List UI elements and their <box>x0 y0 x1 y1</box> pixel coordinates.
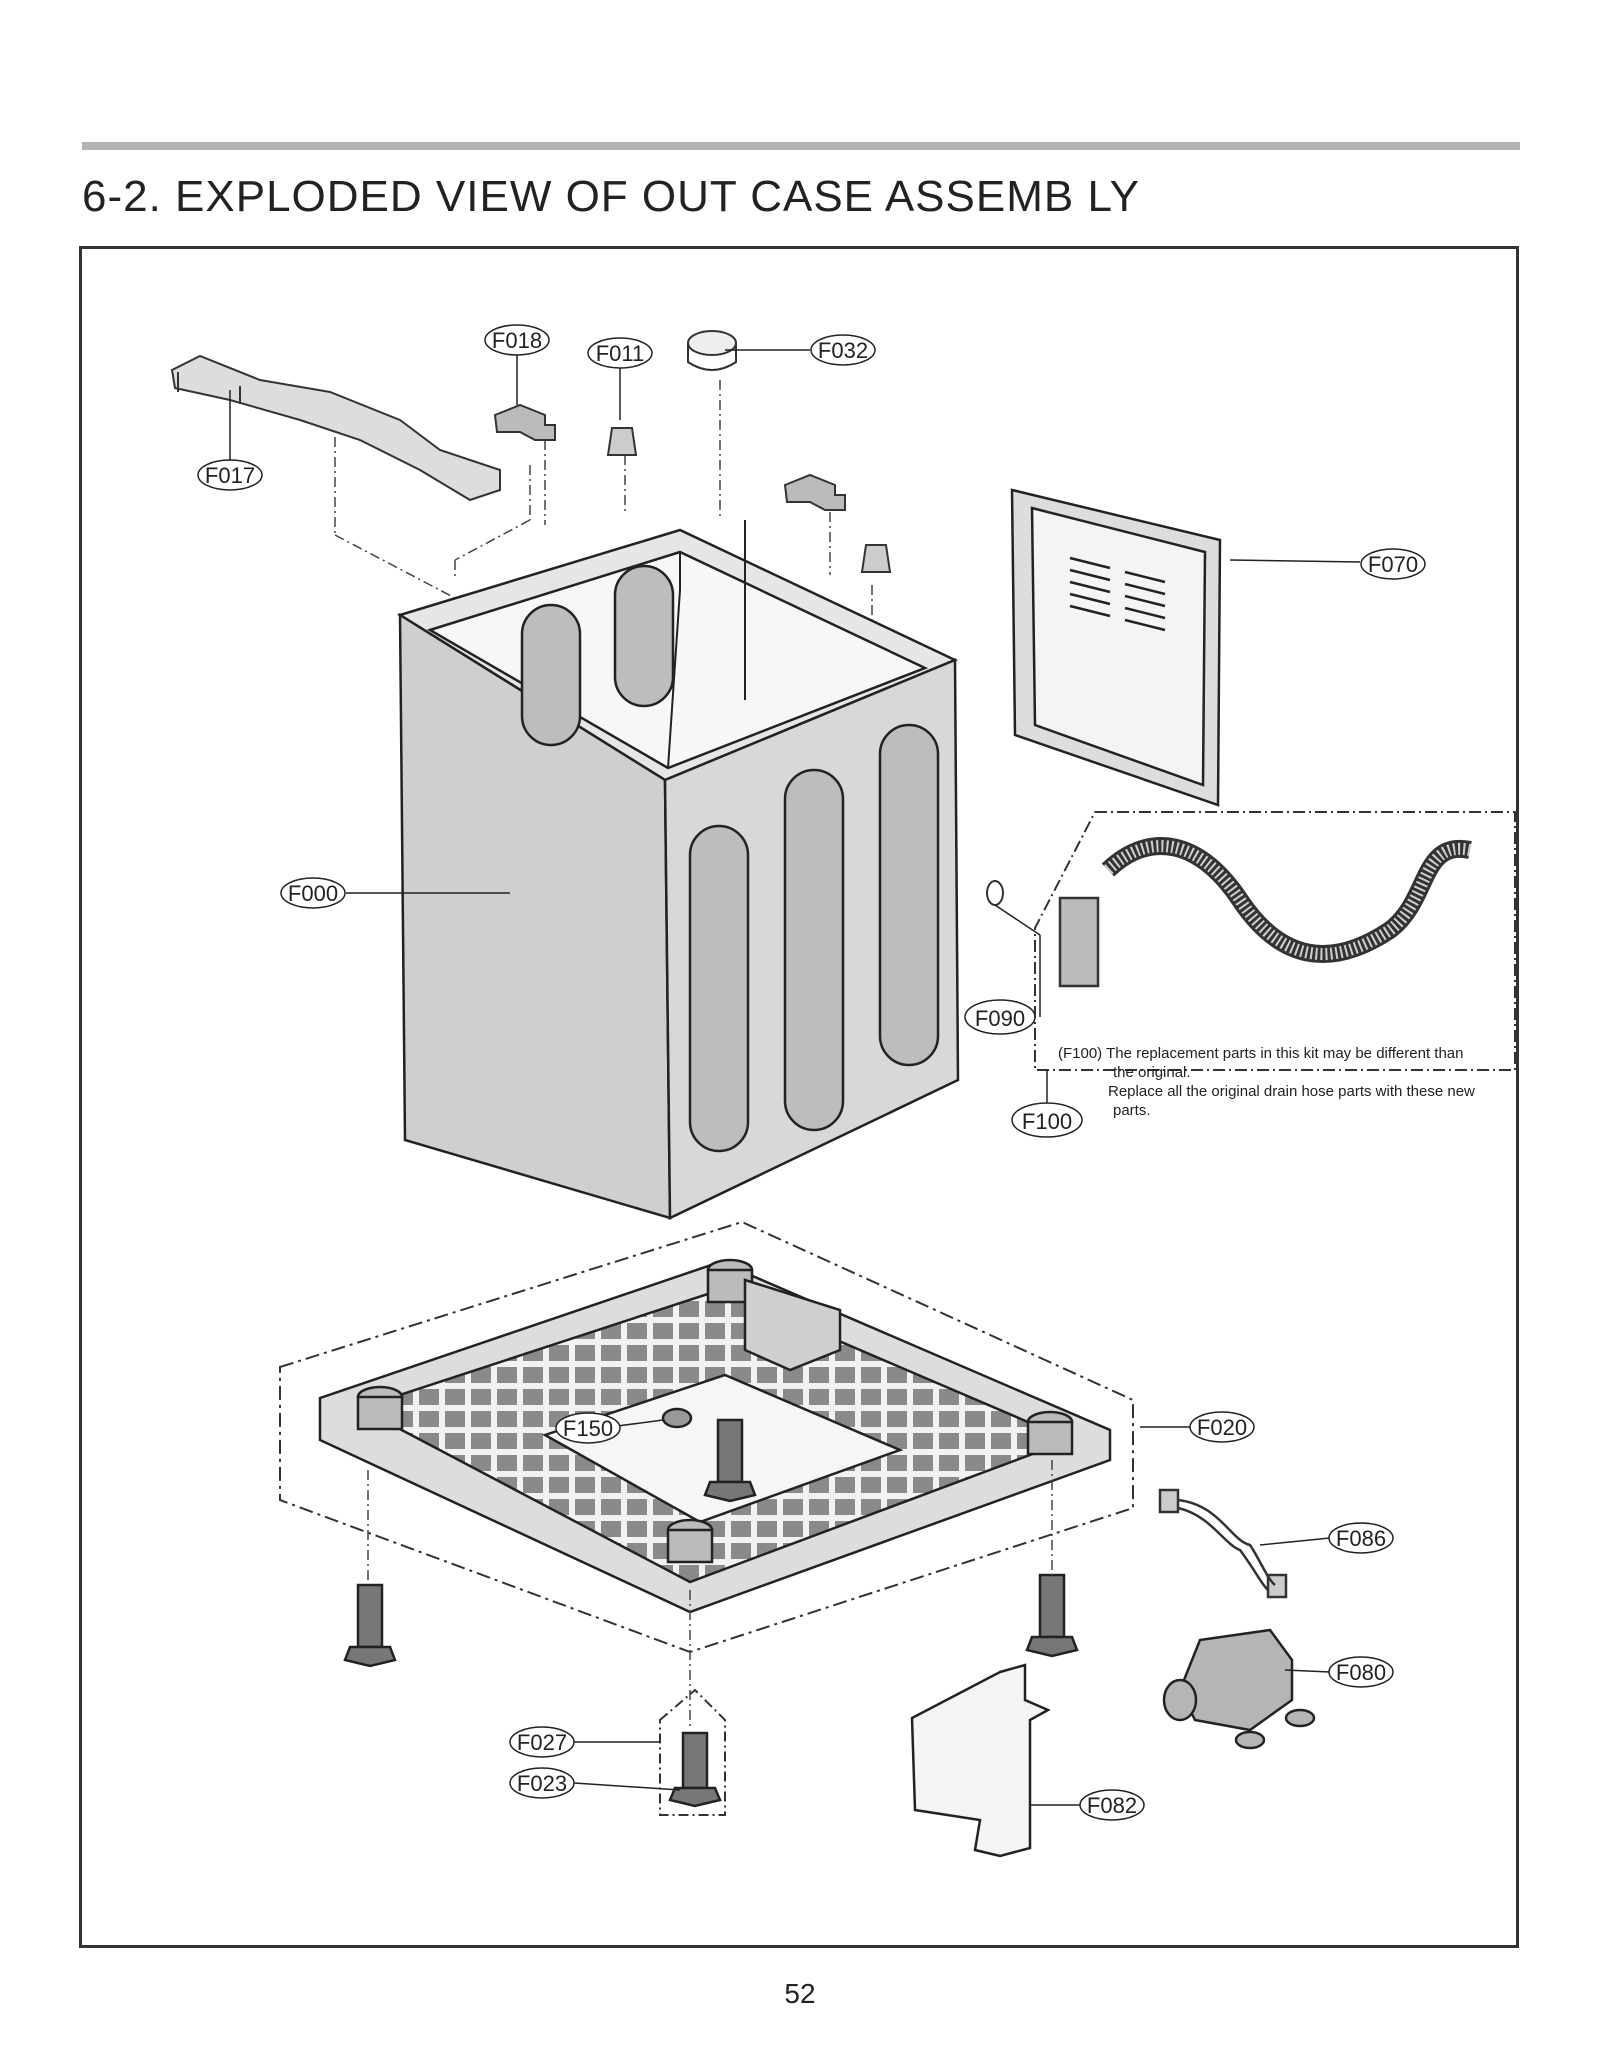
cabinet-body <box>396 520 960 1220</box>
page-title: 6-2. EXPLODED VIEW OF OUT CASE ASSEMB LY <box>82 172 1140 221</box>
clamp-part-f032 <box>687 330 737 371</box>
callout-f018: F018 <box>484 324 550 356</box>
callout-label-f082: F082 <box>1087 1793 1137 1818</box>
drain-pump-part <box>1162 1628 1316 1750</box>
top-rail-part <box>170 354 501 502</box>
header-rule <box>82 142 1520 150</box>
cover-plate-part <box>910 1663 1051 1858</box>
page-number: 52 <box>784 1978 816 2009</box>
callout-label-f020: F020 <box>1197 1415 1247 1440</box>
callout-label-f000: F000 <box>288 881 338 906</box>
callout-label-f032: F032 <box>818 338 868 363</box>
foot-dashed-box <box>659 1688 726 1816</box>
drain-plug-part <box>661 1407 693 1429</box>
callout-f011: F011 <box>587 337 653 369</box>
note-line-2: the original. <box>1113 1064 1191 1081</box>
callout-label-f023: F023 <box>517 1771 567 1796</box>
callout-f150: F150 <box>555 1412 621 1444</box>
note-line-1: (F100) The replacement parts in this kit… <box>1058 1045 1463 1062</box>
base-dashed-outline <box>279 1220 1134 1654</box>
diagram-frame <box>79 246 1519 1948</box>
callout-f086: F086 <box>1328 1522 1394 1554</box>
note-line-3: Replace all the original drain hose part… <box>1108 1083 1475 1100</box>
callout-f082: F082 <box>1079 1789 1145 1821</box>
rubber-stopper-f011 <box>606 427 892 573</box>
callout-label-f018: F018 <box>492 328 542 353</box>
leader-lines <box>229 349 1361 1806</box>
callout-label-f100: F100 <box>1022 1109 1072 1134</box>
drain-hose-part <box>1058 837 1472 988</box>
replacement-note: (F100) The replacement parts in this kit… <box>1058 1045 1475 1119</box>
callout-f023: F023 <box>509 1767 575 1799</box>
callout-f027: F027 <box>509 1726 575 1758</box>
leg-bolts <box>343 1418 1079 1808</box>
callout-label-f070: F070 <box>1368 552 1418 577</box>
callout-label-f080: F080 <box>1336 1660 1386 1685</box>
callout-label-f090: F090 <box>975 1006 1025 1031</box>
callout-f020: F020 <box>1189 1411 1255 1443</box>
cabinet-inner-panels <box>520 564 940 1153</box>
note-line-4: parts. <box>1113 1102 1151 1119</box>
callout-f080: F080 <box>1328 1656 1394 1688</box>
hose-clip-part <box>986 880 1004 906</box>
callout-f090: F090 <box>964 999 1036 1035</box>
leg-dash-lines <box>367 1460 1053 1730</box>
callout-label-f017: F017 <box>205 463 255 488</box>
callout-f070: F070 <box>1360 548 1426 580</box>
callout-label-f150: F150 <box>563 1416 613 1441</box>
callout-label-f086: F086 <box>1336 1526 1386 1551</box>
callout-f032: F032 <box>810 334 876 366</box>
callout-f100: F100 <box>1011 1102 1083 1138</box>
callout-f017: F017 <box>197 459 263 491</box>
callout-label-f011: F011 <box>596 341 645 366</box>
back-cover-panel <box>1010 488 1222 807</box>
callout-label-f027: F027 <box>517 1730 567 1755</box>
bracket-part-f018 <box>493 403 846 511</box>
drain-hose-kit-box <box>1034 811 1516 1071</box>
wire-harness-part <box>1158 1488 1288 1599</box>
base-inner-walls <box>743 1278 842 1372</box>
callout-f000: F000 <box>280 877 346 909</box>
